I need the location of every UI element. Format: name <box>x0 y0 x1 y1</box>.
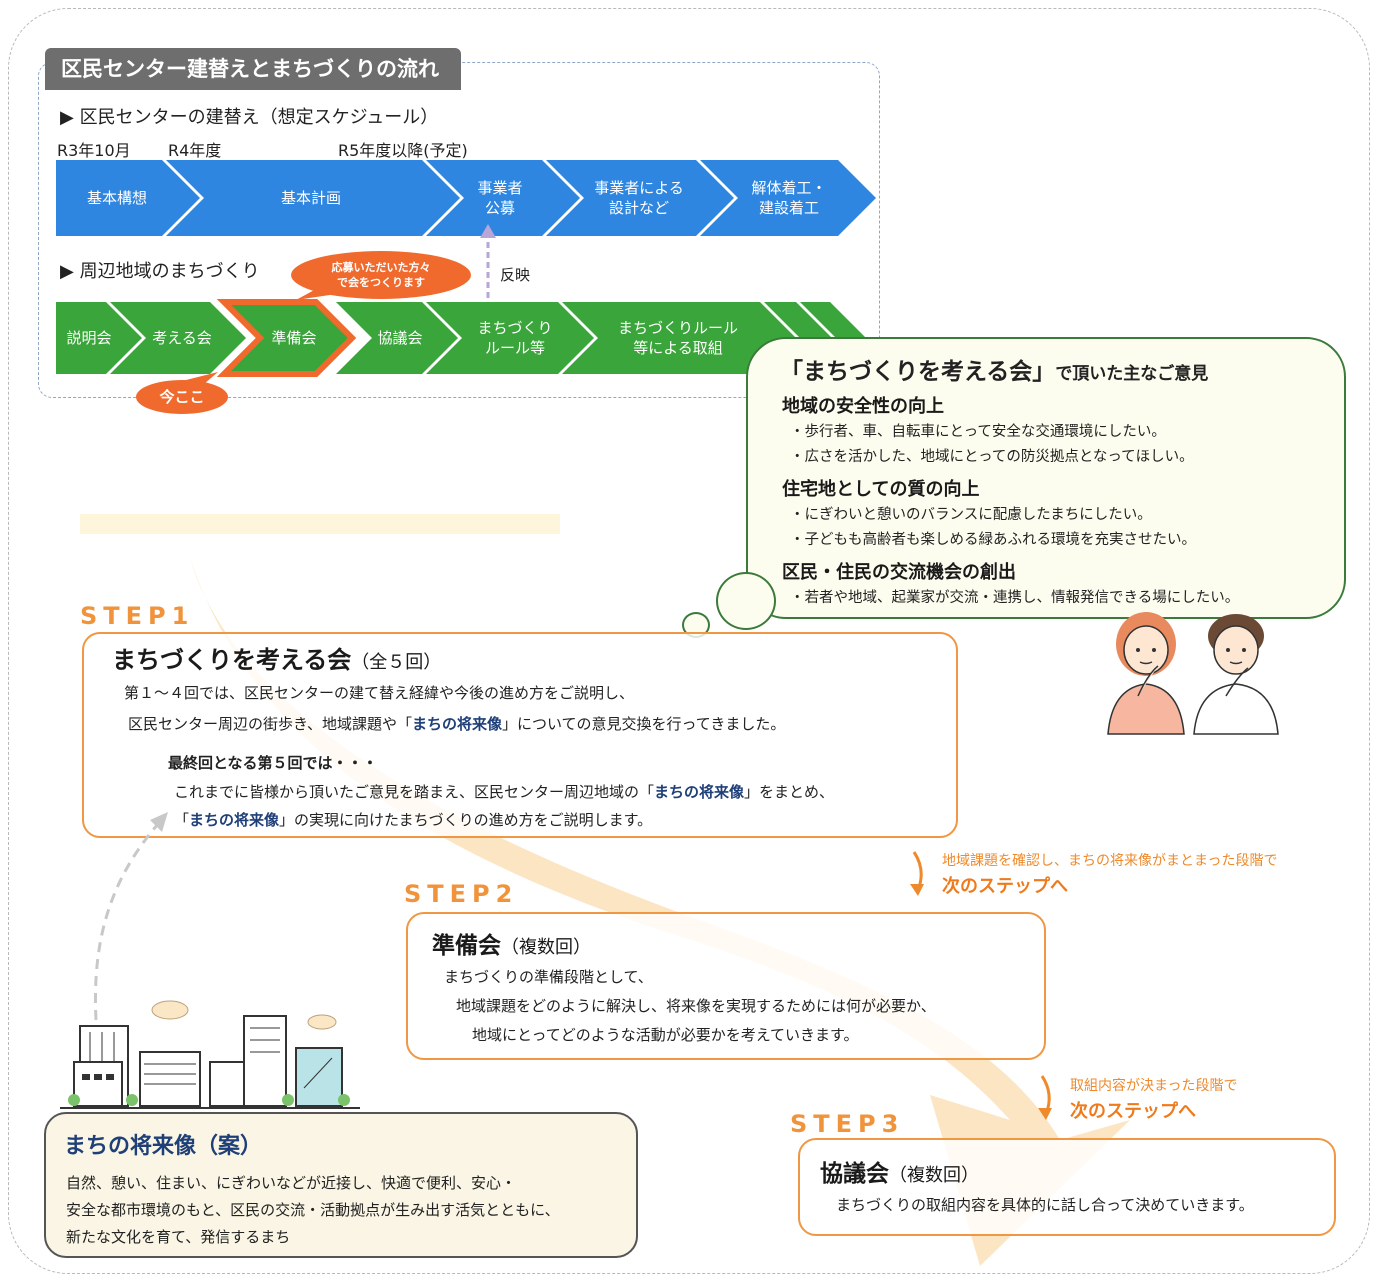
step2-label: STEP2 <box>404 880 519 908</box>
opinions-bubble <box>746 337 1346 619</box>
step2-line: 地域課題をどのように解決し、将来像を実現するためには何が必要か、 <box>456 997 936 1015</box>
opinion-item: ・広さを活かした、地域にとっての防災拠点となってほしい。 <box>790 449 1194 465</box>
text-part: 」の実現に向けたまちづくりの進め方をご説明します。 <box>279 811 653 829</box>
green-chevron-current <box>216 299 357 377</box>
step1-title-row: まちづくりを考える会（全５回） <box>112 640 441 675</box>
green-step-label: 説明会 <box>66 329 112 347</box>
text-part: 」をまとめ、 <box>744 783 835 801</box>
vision-line: 自然、憩い、住まい、にぎわいなどが近接し、快適で便利、安心・ <box>66 1174 517 1192</box>
reflect-label: 反映 <box>500 266 531 284</box>
applicants-callout: 応募いただいた方々 で会をつくります <box>291 251 471 299</box>
green-step-label: まちづくり ルール等 <box>477 319 553 357</box>
step2-sub: （複数回） <box>501 937 591 958</box>
step3-box <box>798 1138 1336 1236</box>
green-chevron <box>56 302 142 374</box>
town-vision-box <box>44 1112 638 1258</box>
opinion-item: ・子どもも高齢者も楽しめる緑あふれる環境を充実させたい。 <box>790 532 1196 548</box>
step1-sub: （全５回） <box>351 652 442 673</box>
step1-label: STEP1 <box>80 602 195 630</box>
highlight-town-vision: まちの将来像 <box>189 811 280 829</box>
step1-final-heading: 最終回となる第５回では・・・ <box>168 754 378 772</box>
town-heading: ▶ 周辺地域のまちづくり <box>60 261 260 282</box>
opinions-title: 「まちづくりを考える会」で頂いた主なご意見 <box>780 352 1208 386</box>
step3-line: まちづくりの取組内容を具体的に話し合って決めていきます。 <box>836 1196 1254 1214</box>
next-step-note: 地域課題を確認し、まちの将来像がまとまった段階で <box>942 853 1278 869</box>
green-step-label: まちづくりルール 等による取組 <box>617 319 738 357</box>
step2-title-row: 準備会（複数回） <box>432 926 591 960</box>
green-chevron <box>562 302 796 374</box>
text-part: 」についての意見交換を行ってきました。 <box>501 715 786 733</box>
vision-line: 安全な都市環境のもと、区民の交流・活動拠点が生み出す活気とともに、 <box>66 1201 560 1219</box>
opinions-title-sub: で頂いた主なご意見 <box>1055 364 1209 384</box>
step3-sub: （複数回） <box>889 1165 979 1186</box>
step3-label: STEP3 <box>790 1110 905 1138</box>
opinion-heading: 住宅地としての質の向上 <box>782 479 980 500</box>
vision-title: まちの将来像（案） <box>64 1134 263 1159</box>
step1-line: 区民センター周辺の街歩き、地域課題や「まちの将来像」についての意見交換を行ってき… <box>128 713 785 734</box>
step1-title: まちづくりを考える会 <box>112 646 352 674</box>
step3-title: 協議会 <box>820 1161 889 1187</box>
step2-line: まちづくりの準備段階として、 <box>444 968 653 986</box>
next-step-note: 取組内容が決まった段階で <box>1070 1078 1238 1094</box>
flow-title: 区民センター建替えとまちづくりの流れ <box>45 48 461 90</box>
step1-box <box>82 632 958 838</box>
highlight-town-vision: まちの将来像 <box>411 715 502 733</box>
opinion-heading: 地域の安全性の向上 <box>782 396 944 417</box>
step2-title: 準備会 <box>432 933 501 959</box>
step1-line: これまでに皆様から頂いたご意見を踏まえ、区民センター周辺地域の「まちの将来像」を… <box>174 781 834 802</box>
curved-arrow-icon <box>910 851 924 896</box>
blue-step-label: 事業者 公募 <box>477 179 523 217</box>
blue-chevron <box>700 160 876 236</box>
blue-chevron <box>166 160 460 236</box>
schedule-label: R3年10月 <box>57 141 131 160</box>
green-step-label: 考える会 <box>152 329 212 347</box>
vision-line: 新たな文化を育て、発信するまち <box>66 1228 291 1246</box>
thinking-people-illustration <box>1107 612 1279 735</box>
blue-chevron <box>426 160 580 236</box>
outer-frame <box>8 8 1370 1274</box>
highlight-town-vision: まちの将来像 <box>654 783 745 801</box>
text-part: 区民センター周辺の街歩き、地域課題や「 <box>128 715 412 733</box>
blue-step-label: 基本計画 <box>280 189 341 207</box>
blue-step-label: 解体着工・ 建設着工 <box>751 179 827 217</box>
step1-line: 「まちの将来像」の実現に向けたまちづくりの進め方をご説明します。 <box>174 809 652 830</box>
blue-chevron <box>56 160 200 236</box>
opinions-title-main: 「まちづくりを考える会」 <box>780 359 1056 385</box>
text-part: 「 <box>174 811 190 829</box>
next-step-label: 次のステップへ <box>942 876 1068 897</box>
schedule-label: R5年度以降(予定) <box>338 141 468 160</box>
current-position-marker: 今ここ <box>136 380 228 414</box>
thought-circle <box>716 572 776 630</box>
step2-line: 地域にとってどのような活動が必要かを考えていきます。 <box>472 1026 859 1044</box>
green-step-label-current: 準備会 <box>271 329 317 347</box>
green-chevron <box>336 302 458 374</box>
city-illustration <box>60 1000 360 1109</box>
opinion-item: ・にぎわいと憩いのバランスに配慮したまちにしたい。 <box>790 507 1152 523</box>
opinion-item: ・歩行者、車、自転車にとって安全な交通環境にしたい。 <box>790 424 1166 440</box>
next-step-label: 次のステップへ <box>1070 1101 1196 1122</box>
green-step-label: 協議会 <box>377 329 423 347</box>
blue-step-label: 事業者による 設計など <box>594 179 684 217</box>
opinion-heading: 区民・住民の交流機会の創出 <box>782 562 1016 583</box>
schedule-label: R4年度 <box>168 141 222 160</box>
text-part: これまでに皆様から頂いたご意見を踏まえ、区民センター周辺地域の「 <box>174 783 655 801</box>
step3-title-row: 協議会（複数回） <box>820 1154 979 1188</box>
blue-step-label: 基本構想 <box>86 189 147 207</box>
step1-line: 第１～４回では、区民センターの建て替え経緯や今後の進め方をご説明し、 <box>124 684 635 702</box>
rebuild-heading: ▶ 区民センターの建替え（想定スケジュール） <box>60 107 439 128</box>
blue-chevron <box>546 160 734 236</box>
curved-arrow-icon <box>1038 1075 1052 1120</box>
green-chevron <box>426 302 594 374</box>
faded-band <box>80 514 560 534</box>
green-chevron <box>110 302 246 374</box>
opinion-item: ・若者や地域、起業家が交流・連携し、情報発信できる場にしたい。 <box>790 590 1240 606</box>
step2-box <box>406 912 1046 1060</box>
